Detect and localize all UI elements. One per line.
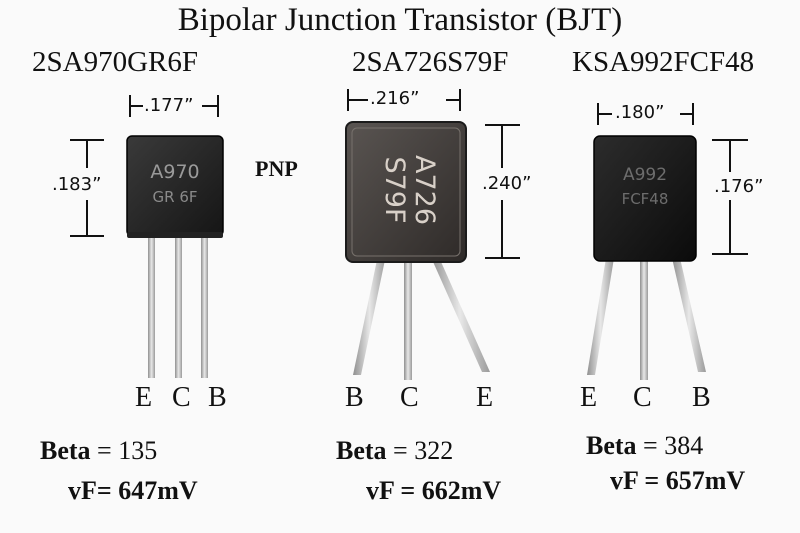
dimension-brackets-3 — [597, 103, 748, 255]
beta-value-2: = 322 — [393, 436, 454, 465]
lead-b-1 — [201, 228, 208, 378]
vf-3: vF = 657mV — [610, 466, 746, 495]
pin-label-3-middle: C — [633, 382, 652, 413]
width-dimension-3: .180” — [615, 102, 665, 123]
height-dimension-1: .183” — [52, 174, 102, 195]
dimension-brackets-2 — [347, 89, 520, 259]
pin-label-1-left: E — [135, 382, 153, 413]
marking-1-line1: A970 — [150, 161, 199, 183]
beta-value-1: = 135 — [97, 436, 158, 465]
beta-label-1: Beta — [40, 436, 91, 465]
transistor-body-2 — [345, 121, 467, 263]
marking-2-line1: A726 — [409, 155, 440, 225]
page-title: Bipolar Junction Transistor (BJT) — [177, 2, 623, 38]
transistor-1 — [126, 135, 224, 378]
pin-label-1-middle: C — [172, 382, 191, 413]
transistor-body-1 — [126, 135, 224, 237]
lead-b-2 — [353, 255, 386, 375]
marking-2-line2: S79F — [379, 156, 410, 223]
beta-label-2: Beta — [336, 436, 387, 465]
pin-label-2-right: E — [476, 382, 494, 413]
vf-1: vF= 647mV — [68, 476, 198, 505]
pin-label-2-left: B — [345, 382, 364, 413]
lead-c-1 — [175, 228, 182, 378]
height-dimension-3: .176” — [714, 176, 764, 197]
beta-2: Beta = 322 — [336, 438, 453, 464]
beta-1: Beta = 135 — [40, 438, 157, 464]
lead-b-3 — [672, 258, 706, 372]
marking-3-line1: A992 — [623, 165, 667, 185]
lead-e-2 — [430, 255, 490, 372]
beta-label-3: Beta — [586, 431, 637, 460]
beta-3: Beta = 384 — [586, 433, 703, 459]
lead-c-2 — [404, 255, 412, 380]
part-number-2: 2SA726S79F — [352, 46, 509, 78]
transistor-2 — [345, 121, 490, 380]
vf-2: vF = 662mV — [366, 476, 502, 505]
height-dimension-2: .240” — [482, 173, 532, 194]
width-dimension-1: .177” — [144, 95, 194, 116]
pin-label-1-right: B — [208, 382, 227, 413]
pin-label-2-middle: C — [400, 382, 419, 413]
part-number-1: 2SA970GR6F — [32, 46, 198, 78]
dimension-brackets-1 — [70, 95, 219, 237]
pin-label-3-right: B — [692, 382, 711, 413]
transistor-body-3 — [593, 135, 697, 262]
part-number-3: KSA992FCF48 — [572, 46, 755, 78]
width-dimension-2: .216” — [370, 88, 420, 109]
marking-3-line2: FCF48 — [622, 190, 669, 208]
beta-value-3: = 384 — [643, 431, 704, 460]
lead-e-3 — [587, 258, 614, 375]
pin-label-3-left: E — [580, 382, 598, 413]
transistor-type-label: PNP — [255, 156, 298, 181]
lead-e-1 — [148, 228, 155, 378]
lead-c-3 — [640, 258, 648, 380]
transistor-3 — [587, 135, 706, 380]
marking-1-line2: GR 6F — [153, 188, 198, 206]
